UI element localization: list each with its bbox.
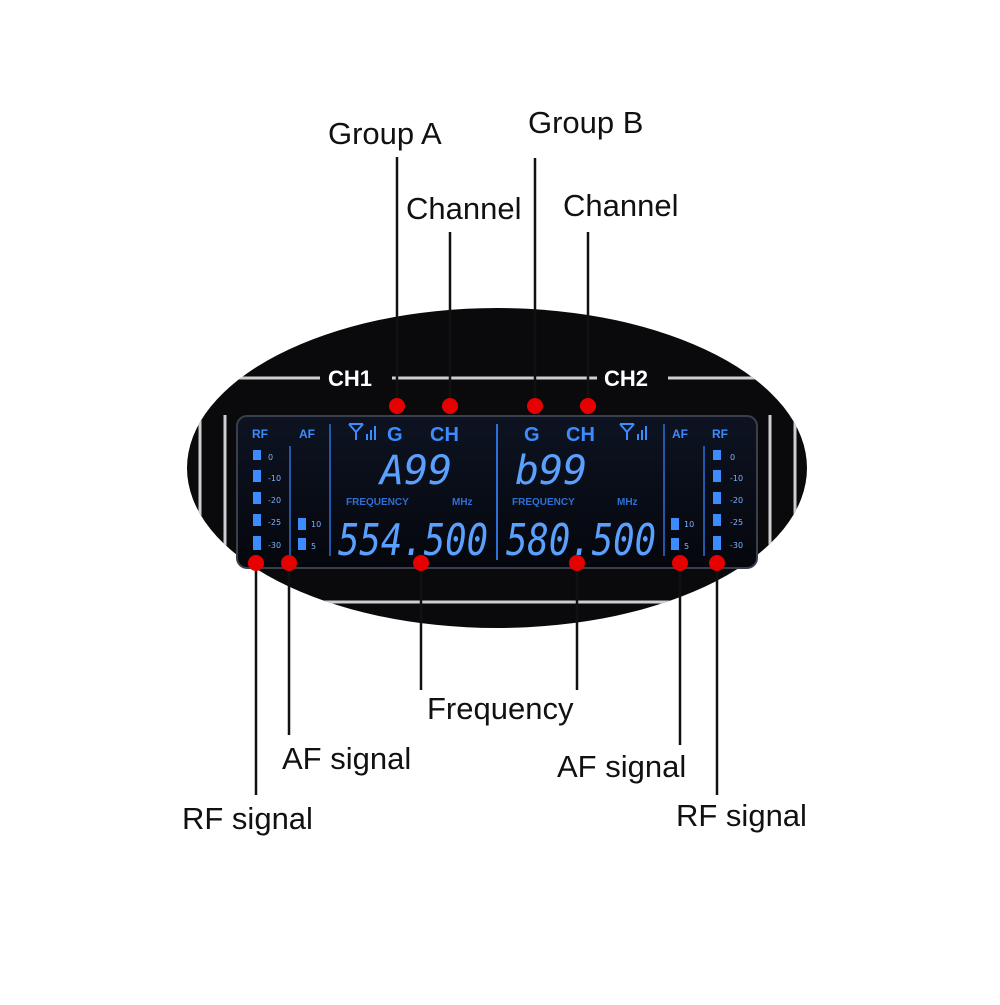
left-rf-bar [253,492,261,504]
right-rf-label: RF [712,427,728,441]
marker-dot [442,398,458,414]
right-unit-label: MHz [617,497,638,508]
af-tick: 10 [311,520,321,529]
right-rf-bar [713,450,721,460]
callout-group-a: Group A [328,118,442,149]
rf-tick: 0 [730,453,735,462]
right-rf-bar [713,492,721,504]
left-channel-label: CH [430,424,459,446]
ch2-label: CH2 [604,366,648,391]
rf-tick: -30 [730,541,743,550]
callout-af-signal-left: AF signal [282,743,411,774]
right-rf-bar [713,514,721,526]
af-tick: 5 [311,542,316,551]
left-af-bar [298,518,306,530]
right-channel-label: CH [566,424,595,446]
callout-channel-left: Channel [406,193,521,224]
marker-dot [709,555,725,571]
right-af-bar [671,538,679,550]
marker-dot [281,555,297,571]
marker-dot [672,555,688,571]
marker-dot [580,398,596,414]
rf-tick: -20 [268,496,281,505]
rf-tick: -20 [730,496,743,505]
right-group-channel-value: b99 [515,448,587,494]
left-rf-label: RF [252,427,268,441]
rf-tick: -25 [268,518,281,527]
left-group-channel-value: A99 [377,448,452,494]
callout-af-signal-right: AF signal [557,751,686,782]
rf-tick: -10 [268,474,281,483]
left-af-label: AF [299,427,315,441]
right-af-label: AF [672,427,688,441]
rf-tick: -10 [730,474,743,483]
rf-tick: -30 [268,541,281,550]
af-tick: 5 [684,542,689,551]
callout-channel-right: Channel [563,190,678,221]
marker-dot [569,555,585,571]
right-af-bar [671,518,679,530]
left-frequency-value: 554.500 [338,515,488,566]
marker-dot [248,555,264,571]
left-frequency-label: FREQUENCY [346,497,409,508]
right-frequency-label: FREQUENCY [512,497,575,508]
rf-tick: 0 [268,453,273,462]
callout-frequency: Frequency [427,693,573,724]
left-rf-bar [253,470,261,482]
marker-dot [413,555,429,571]
callout-rf-signal-right: RF signal [676,800,807,831]
ch1-label: CH1 [328,366,372,391]
left-af-bar [298,538,306,550]
right-group-label: G [524,424,540,446]
callout-rf-signal-left: RF signal [182,803,313,834]
right-rf-bar [713,470,721,482]
rf-tick: -25 [730,518,743,527]
left-group-label: G [387,424,403,446]
left-rf-bar [253,536,261,550]
marker-dot [527,398,543,414]
callout-group-b: Group B [528,107,643,138]
right-rf-bar [713,536,721,550]
af-tick: 10 [684,520,694,529]
marker-dot [389,398,405,414]
left-unit-label: MHz [452,497,473,508]
left-rf-bar [253,514,261,526]
left-rf-bar [253,450,261,460]
